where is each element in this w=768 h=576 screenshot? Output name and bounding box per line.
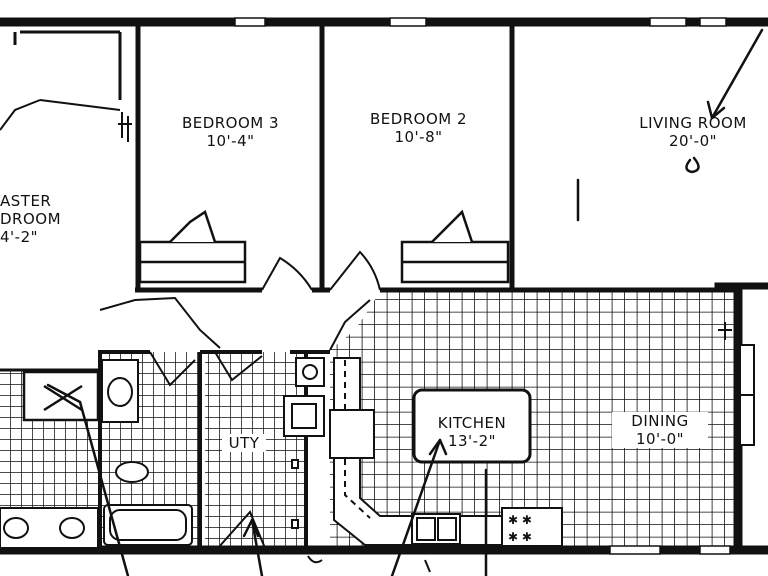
dining-label: DINING 10'-0" <box>612 412 708 448</box>
utility-name: UTY <box>228 434 260 452</box>
bedroom3-label: BEDROOM 3 10'-4" <box>158 114 303 150</box>
master-name-part1: ASTER <box>0 192 52 210</box>
closets <box>138 209 510 284</box>
bedroom3-dimension: 10'-4" <box>206 132 255 150</box>
electrical-symbols <box>118 112 431 573</box>
kitchen-counters: ✱ ✱ ✱ ✱ <box>329 357 563 547</box>
kitchen-dining-tile-floor <box>330 292 735 548</box>
master-dimension: 4'-2" <box>0 228 39 246</box>
svg-text:✱ ✱: ✱ ✱ <box>508 530 532 544</box>
living-room-name: LIVING ROOM <box>639 114 747 132</box>
dining-dimension: 10'-0" <box>635 430 685 448</box>
utility-label: UTY <box>222 434 266 452</box>
bedroom2-label: BEDROOM 2 10'-8" <box>346 110 491 146</box>
interior-walls <box>0 26 740 548</box>
master-bedroom-label: ASTER DROOM 4'-2" <box>0 192 90 246</box>
double-vanity-sinks <box>0 507 99 549</box>
door-swings <box>0 99 381 549</box>
master-name-part2: DROOM <box>0 210 62 228</box>
living-room-label: LIVING ROOM 20'-0" <box>618 114 768 150</box>
living-room-dimension: 20'-0" <box>668 132 718 150</box>
kitchen-label: KITCHEN 13'-2" <box>418 414 526 450</box>
dining-name: DINING <box>631 412 689 430</box>
shower <box>22 370 100 422</box>
bedroom2-dimension: 10'-8" <box>394 128 443 146</box>
annotation-arrows <box>46 28 764 576</box>
kitchen-dimension: 13'-2" <box>447 432 497 450</box>
entry-door <box>718 322 755 446</box>
utility-fixtures <box>283 357 325 529</box>
kitchen-name: KITCHEN <box>437 414 507 432</box>
top-windows <box>234 17 731 555</box>
svg-text:✱ ✱: ✱ ✱ <box>508 513 532 527</box>
bedroom3-name: BEDROOM 3 <box>181 114 280 132</box>
bedroom2-name: BEDROOM 2 <box>369 110 468 128</box>
hall-bath-fixtures <box>101 359 193 546</box>
